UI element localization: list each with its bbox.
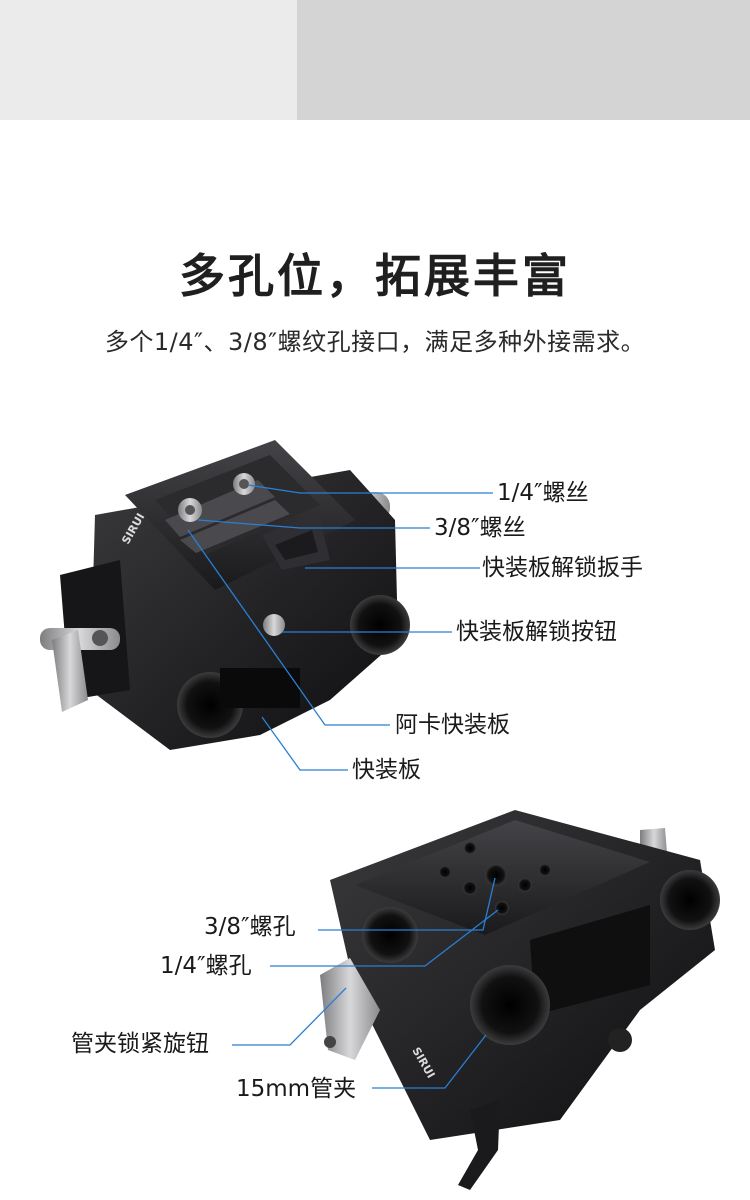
label-screw-1-4: 1/4″螺丝 xyxy=(497,480,589,506)
page-subtitle: 多个1/4″、3/8″螺纹孔接口，满足多种外接需求。 xyxy=(104,328,646,356)
label-release-button: 快装板解锁按钮 xyxy=(456,619,617,645)
label-quick-plate: 快装板 xyxy=(352,757,421,783)
bottom-product: SIRUI xyxy=(320,810,720,1190)
label-rod-clamp: 15mm管夹 xyxy=(236,1076,357,1102)
label-hole-1-4: 1/4″螺孔 xyxy=(160,953,252,979)
top-banner-band xyxy=(0,0,750,120)
page-title: 多孔位，拓展丰富 xyxy=(179,249,571,303)
label-hole-3-8: 3/8″螺孔 xyxy=(204,914,296,940)
top-leader-lines xyxy=(187,484,493,771)
label-arca-plate: 阿卡快装板 xyxy=(395,712,510,738)
top-product: SIRUI xyxy=(40,440,410,750)
label-screw-3-8: 3/8″螺丝 xyxy=(434,515,526,541)
top-banner-right xyxy=(297,0,750,120)
label-clamp-knob: 管夹锁紧旋钮 xyxy=(71,1031,209,1057)
label-release-lever: 快装板解锁扳手 xyxy=(482,555,643,581)
bottom-leader-lines xyxy=(232,877,499,1089)
